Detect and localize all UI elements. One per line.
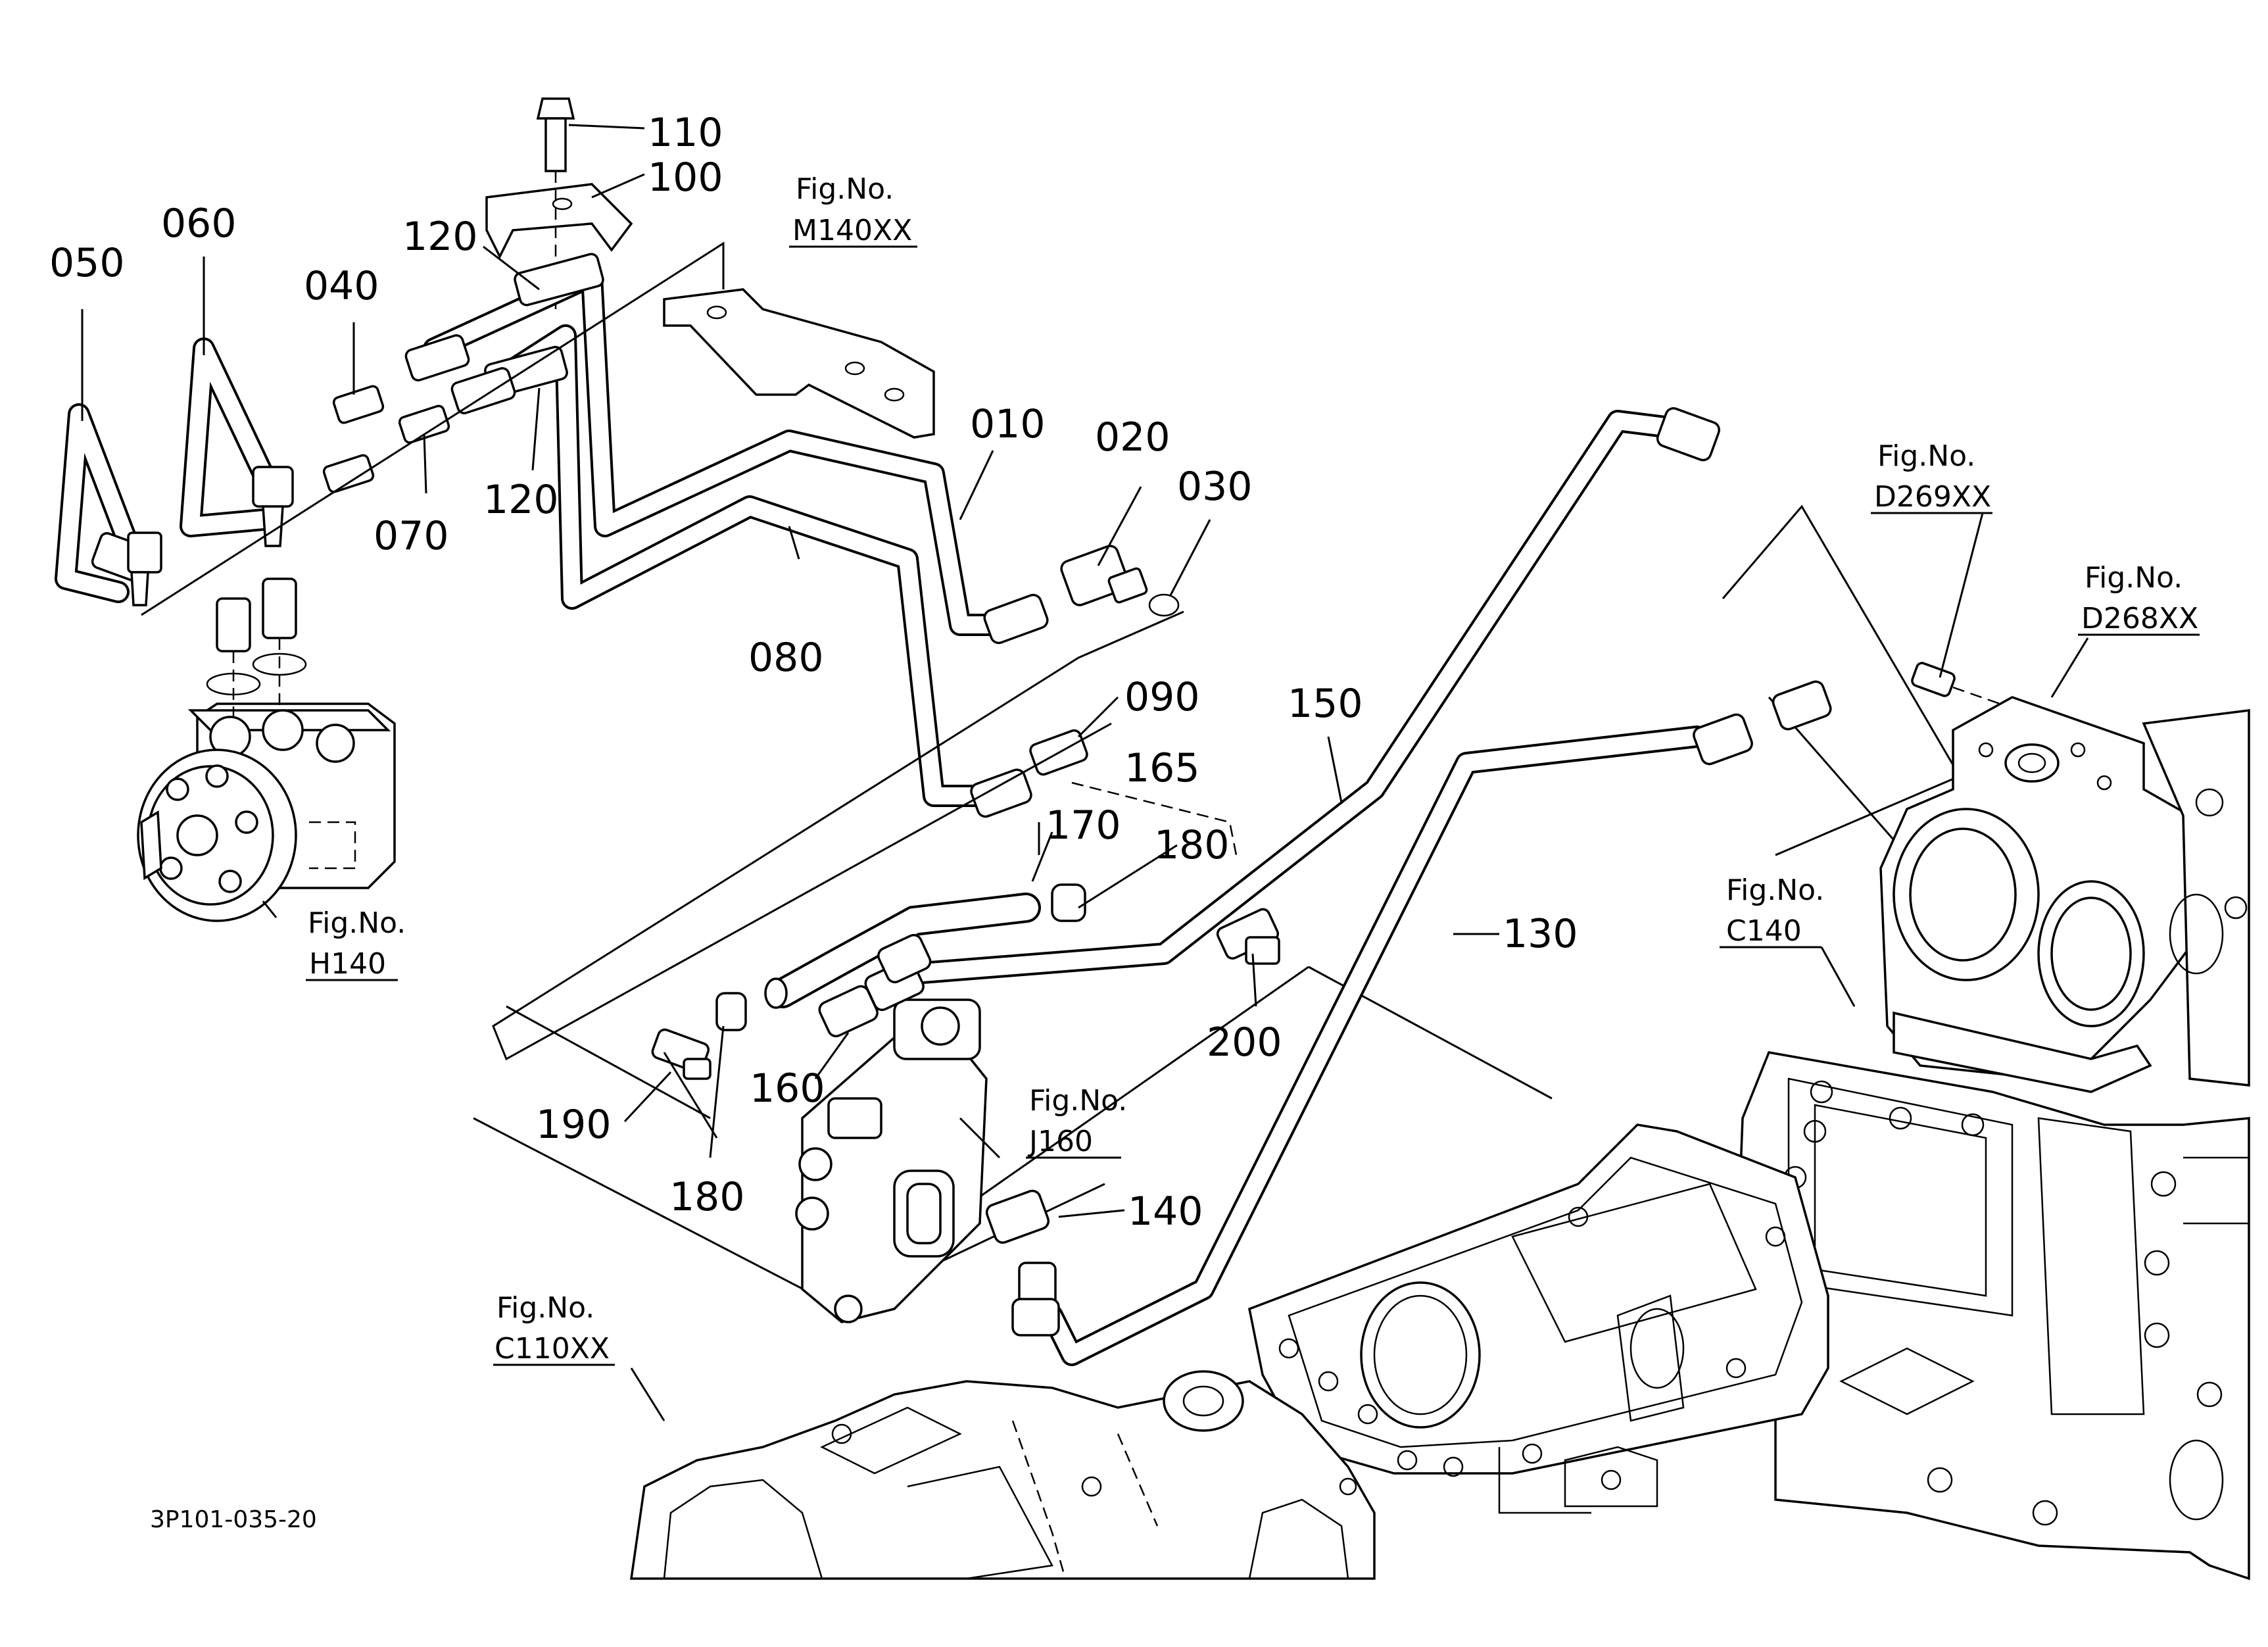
fig-ref-d269: D269XX [1874,480,1991,514]
clamp-100 [485,183,633,259]
fig-ref-d268: D268XX [2081,602,2198,635]
assembly-guide-lines [141,241,1962,1304]
fitting-040 [322,385,385,493]
label-165: 165 [1124,745,1200,791]
label-030: 030 [1177,464,1253,510]
o-ring-030 [1148,593,1180,617]
label-140: 140 [1128,1189,1203,1235]
label-070: 070 [374,513,449,559]
label-160: 160 [750,1066,825,1112]
hose-assembly-165-bracket [1071,781,1238,856]
label-130: 130 [1503,911,1578,957]
hose-170 [764,893,1041,1009]
label-010: 010 [970,401,1046,447]
pipe-060 [180,337,294,547]
fig-ref-m140-prefix: Fig.No. [796,172,894,206]
label-090: 090 [1124,674,1200,720]
housing-d268 [1879,696,2191,1093]
center-frame [1247,1123,1829,1514]
elbow-140 [985,1189,1060,1337]
label-170: 170 [1046,802,1121,848]
label-180-bottom: 180 [669,1174,745,1220]
label-020: 020 [1095,414,1170,460]
transmission-case-c140 [1735,709,2250,1581]
elbow-160 [818,933,932,1038]
fitting-200 [1216,908,1280,965]
part-labels: 110 100 120 060 050 040 120 070 010 020 … [49,110,1578,1235]
pipe-080 [462,324,991,807]
label-190: 190 [536,1102,612,1148]
fig-ref-c140: C140 [1726,914,1802,948]
fig-ref-m140: M140XX [792,214,912,247]
fig-ref-h140: H140 [309,947,386,981]
fig-ref-c110: C110XX [495,1332,610,1365]
bracket-m140 [663,288,935,439]
fig-ref-d269-prefix: Fig.No. [1877,439,1975,473]
fig-ref-h140-prefix: Fig.No. [308,906,406,940]
fig-ref-j160-prefix: Fig.No. [1029,1084,1127,1118]
label-180-right: 180 [1154,822,1230,868]
bolt-110 [536,97,575,309]
valve-j160 [795,998,988,1323]
fitting-090 [970,729,1088,818]
label-120-bottom: 120 [483,477,559,523]
front-case-c110 [629,1370,1376,1580]
label-040: 040 [304,263,379,309]
pipe-050 [55,403,162,606]
steering-pump-body [137,702,396,922]
label-200: 200 [1207,1020,1282,1066]
fitting-190 [651,1028,712,1080]
fitting-070 [398,405,450,444]
drawing-code: 3P101-035-20 [150,1506,317,1533]
fig-ref-c110-prefix: Fig.No. [496,1291,594,1325]
pipe-clamps-120 [404,253,604,414]
label-150: 150 [1288,681,1363,727]
fig-ref-c140-prefix: Fig.No. [1726,873,1824,907]
leader-lines [81,124,2089,1421]
label-080: 080 [748,635,824,681]
pipe-150 [903,407,1721,985]
label-060: 060 [161,201,237,247]
pump-port-fittings [206,578,307,717]
label-120-top: 120 [402,214,478,260]
pipe-130 [1041,680,1832,1366]
label-110: 110 [648,110,723,156]
reference-underlines [306,245,2200,1366]
fitting-d269 [1911,662,2019,712]
figure-references: Fig.No. M140XX Fig.No. H140 Fig.No. D269… [308,172,2198,1365]
fig-ref-j160: J160 [1027,1125,1093,1158]
label-100: 100 [648,155,723,201]
fig-ref-d268-prefix: Fig.No. [2085,561,2183,595]
label-050: 050 [49,240,125,286]
clip-180 [715,883,1086,1031]
elbow-020 [983,545,1148,645]
